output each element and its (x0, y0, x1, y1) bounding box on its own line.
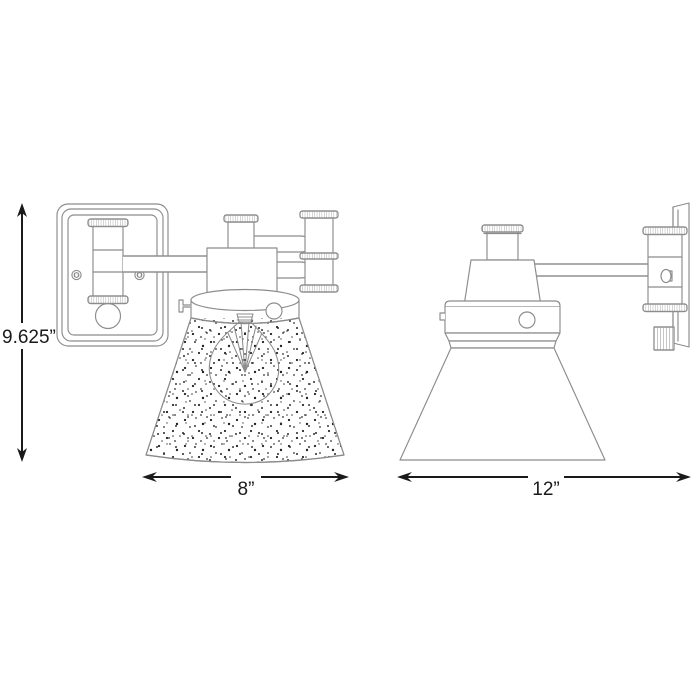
collar-thumb-knob-side (518, 311, 536, 329)
side-elevation-view (399, 202, 690, 461)
elbow-knuckle (299, 210, 339, 293)
dimension-width-front-arrow-right (334, 472, 349, 482)
dimension-width-side-label-mask (528, 466, 564, 490)
dimension-width-side-label: 12” (532, 479, 559, 500)
backplate-screw-right (134, 269, 145, 281)
dimension-height-label: 9.625” (2, 327, 56, 348)
dimension-width-front-label: 8” (238, 479, 255, 500)
shade-profile-side (399, 347, 606, 461)
junction-block (653, 326, 675, 351)
dimension-width-side-arrow-left (397, 472, 412, 482)
wall-swivel-knuckle (87, 218, 129, 305)
swing-arm-side (527, 263, 649, 277)
dimension-height-arrow-bottom (17, 448, 27, 462)
lower-swing-arm (122, 255, 208, 273)
shade-collar-side (439, 300, 561, 349)
dimension-width-front-arrow-left (142, 472, 157, 482)
socket-housing-side (463, 259, 542, 307)
backplate-screw-left (71, 269, 82, 281)
dimension-width-side: 12” (397, 466, 691, 500)
dimension-width-front-label-mask (231, 466, 261, 490)
dimension-width-side-arrow-right (676, 472, 691, 482)
backplate-knockout-circle (94, 302, 122, 330)
socket-stem-side (481, 224, 524, 261)
collar-thumb-knob (265, 302, 283, 320)
dimension-height-arrow-top (17, 203, 27, 217)
dimension-height-label-mask (0, 323, 48, 349)
filament-bulb (208, 313, 280, 405)
dimension-height: 9.625” (0, 203, 56, 462)
wall-knuckle-side (642, 226, 688, 313)
dimension-width-front: 8” (142, 466, 349, 500)
